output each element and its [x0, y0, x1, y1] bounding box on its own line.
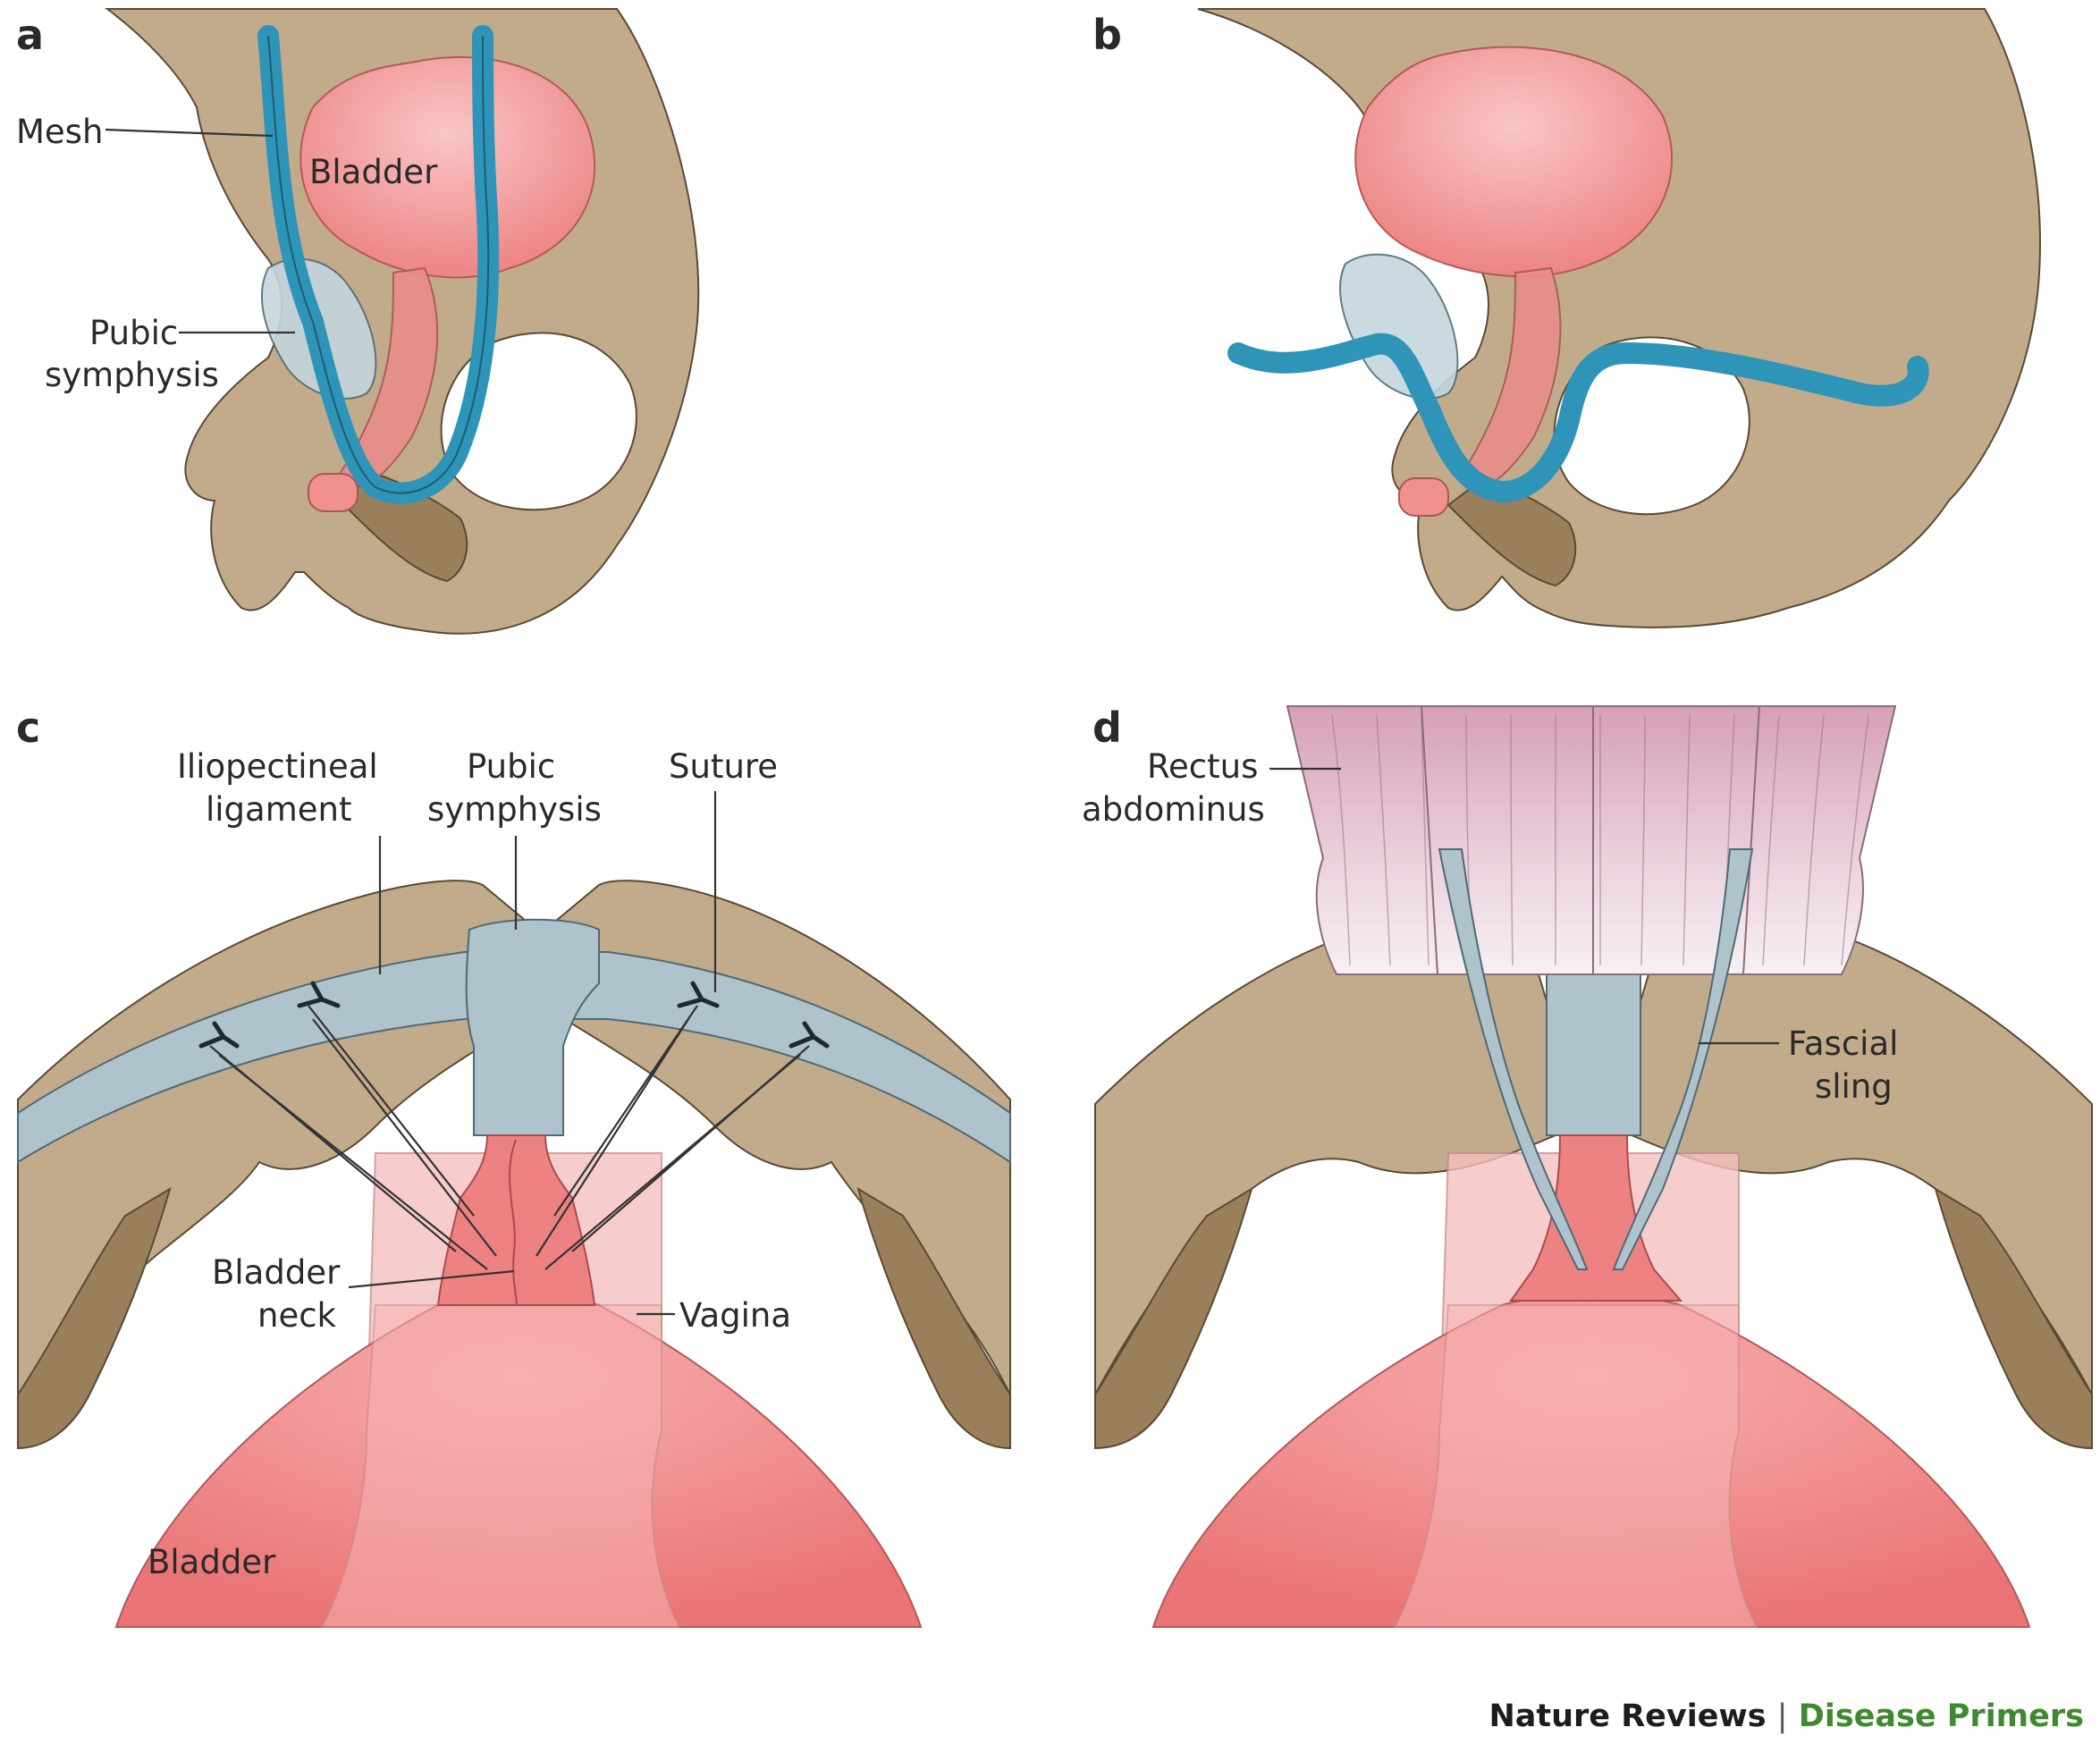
panel-b: b — [1092, 8, 2041, 628]
descending-ramus-left-d — [1094, 1186, 1253, 1450]
label-suture: Suture — [669, 747, 778, 786]
label-iliopectineal: Iliopectineal — [177, 747, 378, 786]
panel-d: d Rectus abdominus Fascial sling — [1082, 704, 2093, 1628]
rectus-seam-left — [1421, 705, 1438, 975]
label-bladder-neck-2: neck — [257, 1296, 337, 1335]
label-pubic-a: Pubic — [89, 314, 178, 352]
suture-knot-icon — [297, 981, 341, 1008]
leader-mesh — [105, 128, 274, 138]
descending-ramus-right-c — [856, 1186, 1011, 1450]
label-abdominus: abdominus — [1082, 790, 1265, 829]
label-ligament: ligament — [206, 790, 351, 829]
label-rectus: Rectus — [1147, 747, 1258, 786]
vagina-overlay-d — [1393, 1304, 1758, 1628]
pubic-symphysis-b — [1339, 253, 1459, 400]
suture-knots-c — [198, 981, 830, 1049]
panel-letter-d: d — [1092, 704, 1122, 752]
label-pubic-c: Pubic — [467, 747, 555, 786]
bladder-neck-split-c — [509, 1139, 518, 1306]
panel-c: c Iliopectineal ligament Pubic symphysis… — [16, 704, 1011, 1628]
credit-separator: | — [1776, 1698, 1788, 1734]
pubic-symphysis-d — [1546, 965, 1641, 1136]
label-mesh: Mesh — [16, 113, 103, 151]
panel-a: a Mesh Bladder Pubic symphysis — [16, 8, 700, 635]
panel-letter-a: a — [16, 11, 44, 59]
bladder-a — [299, 56, 596, 279]
mesh-sling-b — [1227, 333, 1929, 503]
fascial-sling-d — [1438, 848, 1589, 1270]
pubic-symphysis-c — [465, 918, 600, 1136]
credit-series: Disease Primers — [1798, 1698, 2084, 1734]
label-bladder-a: Bladder — [309, 153, 438, 191]
obturator-foramen-a — [440, 332, 637, 511]
descending-ramus-left-c — [17, 1186, 172, 1450]
suture-lines-c — [209, 1005, 810, 1270]
rectus-abdominus-muscle — [1286, 705, 1897, 975]
fascial-sling-d-right — [1612, 848, 1754, 1270]
credit-journal: Nature Reviews — [1489, 1698, 1767, 1734]
label-bladder-neck-1: Bladder — [212, 1253, 341, 1292]
label-fascial: Fascial — [1788, 1024, 1898, 1063]
leader-bladder-neck — [348, 1269, 515, 1289]
panel-letter-b: b — [1092, 11, 1122, 59]
descending-ramus-right-d — [1934, 1186, 2093, 1450]
panel-letter-c: c — [16, 704, 40, 752]
label-sling: sling — [1815, 1067, 1893, 1106]
urethra-tip-a — [308, 473, 358, 512]
bladder-b — [1354, 46, 1673, 278]
urethra-tip-b — [1398, 477, 1449, 517]
suture-knot-icon — [677, 981, 720, 1008]
suture-knot-icon — [789, 1021, 830, 1049]
label-symphysis-a: symphysis — [45, 356, 219, 394]
vagina-overlay-c — [320, 1304, 681, 1628]
bladder-neck-d — [1509, 1134, 1683, 1302]
label-bladder-c: Bladder — [148, 1543, 276, 1581]
mesh-outline-a — [267, 35, 490, 494]
rectus-seam-right — [1742, 705, 1760, 975]
bladder-neck-c — [436, 1134, 596, 1306]
suture-knot-icon — [198, 1021, 240, 1049]
label-symphysis-c: symphysis — [427, 790, 602, 829]
journal-credit: Nature Reviews | Disease Primers — [1489, 1698, 2084, 1745]
label-vagina: Vagina — [679, 1296, 791, 1335]
